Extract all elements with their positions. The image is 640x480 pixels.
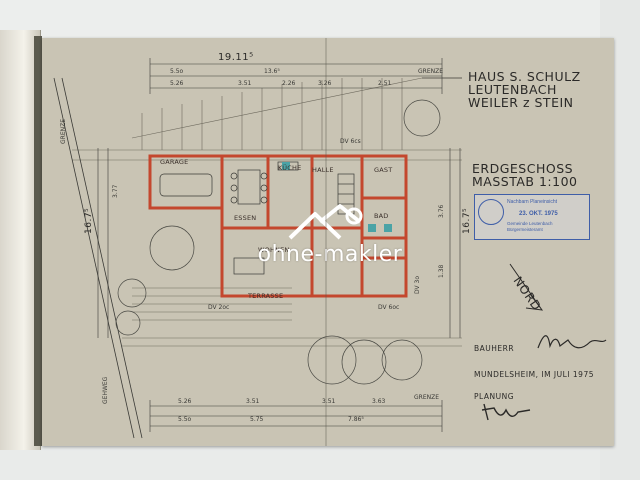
floor-name: ERDGESCHOSS [472, 161, 574, 176]
roof-hatching [72, 77, 462, 161]
bath-fixtures [282, 162, 392, 232]
title-block: HAUS S. SCHULZ LEUTENBACH WEILER z STEIN [468, 70, 581, 109]
stamp-line-4: Bürgermeisteramt [507, 227, 543, 232]
room-label-gast: GAST [374, 166, 393, 174]
stamp-line-3: Gemeinde Leutenbach [507, 221, 553, 226]
dim-bottom-e: 5.5o [178, 416, 192, 423]
label-gehweg: GEHWEG [102, 376, 109, 404]
north-arrow [509, 263, 544, 311]
watermark: ohne-makler [220, 202, 440, 282]
planung-signature [481, 403, 531, 421]
label-grenze-top: GRENZE [418, 68, 443, 75]
dim-top-e: 2.26 [282, 80, 296, 87]
dimension-lines [97, 58, 461, 432]
stamp-line-1: Nachbarn Planeinsicht [507, 199, 558, 205]
scale-label: MASSTAB 1:100 [472, 174, 578, 189]
label-grenze-left: GRENZE [60, 119, 67, 144]
label-dv-top: DV 6cs [340, 138, 361, 145]
terrace-hatching [122, 287, 462, 347]
dim-top-g: 2.51 [378, 80, 392, 87]
dim-left-total: 16.7⁵ [84, 207, 94, 234]
title-line-1: HAUS S. SCHULZ [468, 69, 581, 84]
dim-bottom-c: 3.51 [322, 398, 336, 405]
title-line-2: LEUTENBACH [468, 82, 557, 97]
place-date-label: MUNDELSHEIM, IM JULI 1975 [474, 370, 594, 379]
floor-plan-sheet: HAUS S. SCHULZ LEUTENBACH WEILER z STEIN… [42, 38, 614, 446]
stamp-seal-icon [478, 199, 504, 225]
dim-left-a: 3.77 [112, 184, 119, 198]
title-line-3: WEILER z STEIN [468, 95, 574, 110]
dim-bottom-f: 5.75 [250, 416, 264, 423]
floor-plan-drawing [53, 58, 544, 439]
dim-bottom-g: 7.86⁵ [348, 416, 364, 423]
dim-top-d: 3.51 [238, 80, 252, 87]
bauherr-label: BAUHERR [474, 344, 515, 353]
dim-top-total: 19.11⁵ [218, 52, 254, 63]
watermark-text: ohne-makler [257, 242, 403, 267]
room-label-garage: GARAGE [160, 158, 189, 166]
room-label-bad: BAD [374, 212, 389, 220]
room-label-halle: HALLE [312, 166, 334, 174]
dim-bottom-b: 3.51 [246, 398, 260, 405]
binder-spine [34, 36, 42, 446]
approval-stamp: Nachbarn Planeinsicht 23. OKT. 1975 Geme… [474, 194, 590, 240]
dim-top-a: 13.6⁵ [264, 68, 280, 75]
floor-label: ERDGESCHOSS MASSTAB 1:100 [472, 162, 578, 188]
room-label-terrasse: TERRASSE [248, 292, 284, 300]
stamp-date: 23. OKT. 1975 [519, 211, 558, 217]
dim-bottom-a: 5.26 [178, 398, 192, 405]
dim-bottom-d: 3.63 [372, 398, 386, 405]
background-wall [0, 0, 640, 40]
room-label-wohnen: WOHNEN [258, 246, 290, 254]
room-label-kueche: KÜCHE [278, 164, 302, 172]
trees [115, 99, 441, 385]
bauherr-signature [537, 335, 607, 349]
label-dv-mid: DV 2oc [208, 304, 230, 311]
label-dv-right: DV 6oc [378, 304, 400, 311]
property-line [53, 77, 462, 439]
planung-label: PLANUNG [474, 392, 515, 401]
watermark-house-logo-icon [288, 204, 363, 240]
dim-top-b: 5.5o [170, 68, 184, 75]
dim-top-c: 5.26 [170, 80, 184, 87]
house-walls [148, 154, 408, 298]
room-label-essen: ESSEN [234, 214, 257, 222]
label-grenze-bottom: GRENZE [414, 394, 439, 401]
dim-top-f: 3.26 [318, 80, 332, 87]
dim-right-total: 16.7⁵ [462, 207, 472, 234]
